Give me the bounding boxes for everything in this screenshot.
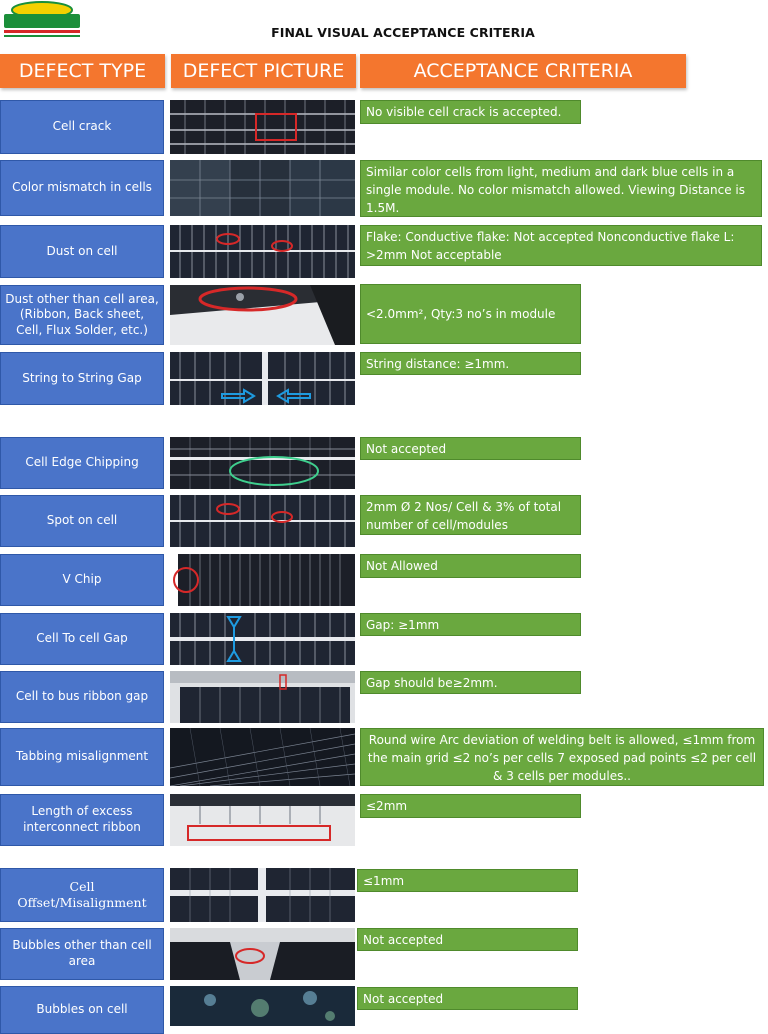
defect-type-bus-ribbon-gap: Cell to bus ribbon gap [0, 671, 164, 723]
defect-picture-cell-offset [170, 868, 355, 922]
defect-picture-dust-on-cell [170, 225, 355, 278]
header-defect-type: DEFECT TYPE [0, 54, 165, 88]
criteria-bubbles-on-cell: Not accepted [357, 987, 578, 1010]
defect-picture-spot-on-cell [170, 495, 355, 547]
criteria-bus-ribbon-gap: Gap should be≥2mm. [360, 671, 581, 694]
defect-type-cell-to-cell-gap: Cell To cell Gap [0, 613, 164, 665]
criteria-v-chip: Not Allowed [360, 554, 581, 578]
criteria-cell-crack: No visible cell crack is accepted. [360, 100, 581, 124]
defect-type-dust-on-cell: Dust on cell [0, 225, 164, 278]
defect-picture-v-chip [170, 554, 355, 606]
header-acceptance-criteria: ACCEPTANCE CRITERIA [360, 54, 686, 88]
criteria-dust-on-cell: Flake: Conductive flake: Not accepted No… [360, 225, 762, 266]
defect-type-bubbles-on-cell: Bubbles on cell [0, 986, 164, 1034]
defect-type-dust-other-area: Dust other than cell area, (Ribbon, Back… [0, 285, 164, 345]
defect-picture-cell-crack [170, 100, 355, 154]
criteria-cell-to-cell-gap: Gap: ≥1mm [360, 613, 581, 636]
defect-picture-bubbles-other-area [170, 928, 355, 980]
criteria-color-mismatch: Similar color cells from light, medium a… [360, 160, 762, 217]
defect-picture-cell-to-cell-gap [170, 613, 355, 665]
page-title: FINAL VISUAL ACCEPTANCE CRITERIA [271, 25, 535, 40]
defect-picture-bus-ribbon-gap [170, 671, 355, 723]
defect-picture-color-mismatch [170, 160, 355, 216]
defect-picture-bubbles-on-cell [170, 986, 355, 1026]
defect-picture-edge-chipping [170, 437, 355, 489]
defect-picture-dust-other-area [170, 285, 355, 345]
defect-type-tabbing-misalignment: Tabbing misalignment [0, 728, 164, 786]
defect-picture-excess-ribbon [170, 794, 355, 846]
oswal-logo [0, 0, 84, 40]
defect-type-color-mismatch: Color mismatch in cells [0, 160, 164, 216]
defect-type-string-gap: String to String Gap [0, 352, 164, 405]
defect-type-cell-offset: Cell Offset/Misalignment [0, 868, 164, 922]
defect-picture-tabbing-misalignment [170, 728, 355, 786]
defect-type-edge-chipping: Cell Edge Chipping [0, 437, 164, 489]
criteria-bubbles-other-area: Not accepted [357, 928, 578, 951]
defect-type-v-chip: V Chip [0, 554, 164, 606]
criteria-edge-chipping: Not accepted [360, 437, 581, 460]
criteria-spot-on-cell: 2mm Ø 2 Nos/ Cell & 3% of total number o… [360, 495, 581, 535]
criteria-excess-ribbon: ≤2mm [360, 794, 581, 818]
criteria-dust-other-area: <2.0mm², Qty:3 no’s in module [360, 284, 581, 344]
defect-type-bubbles-other-area: Bubbles other than cell area [0, 928, 164, 980]
defect-type-excess-ribbon: Length of excess interconnect ribbon [0, 794, 164, 846]
criteria-string-gap: String distance: ≥1mm. [360, 352, 581, 375]
defect-type-cell-crack: Cell crack [0, 100, 164, 154]
defect-type-spot-on-cell: Spot on cell [0, 495, 164, 547]
criteria-tabbing-misalignment: Round wire Arc deviation of welding belt… [360, 728, 764, 786]
header-defect-picture: DEFECT PICTURE [171, 54, 356, 88]
defect-picture-string-gap [170, 352, 355, 405]
criteria-cell-offset: ≤1mm [357, 869, 578, 892]
